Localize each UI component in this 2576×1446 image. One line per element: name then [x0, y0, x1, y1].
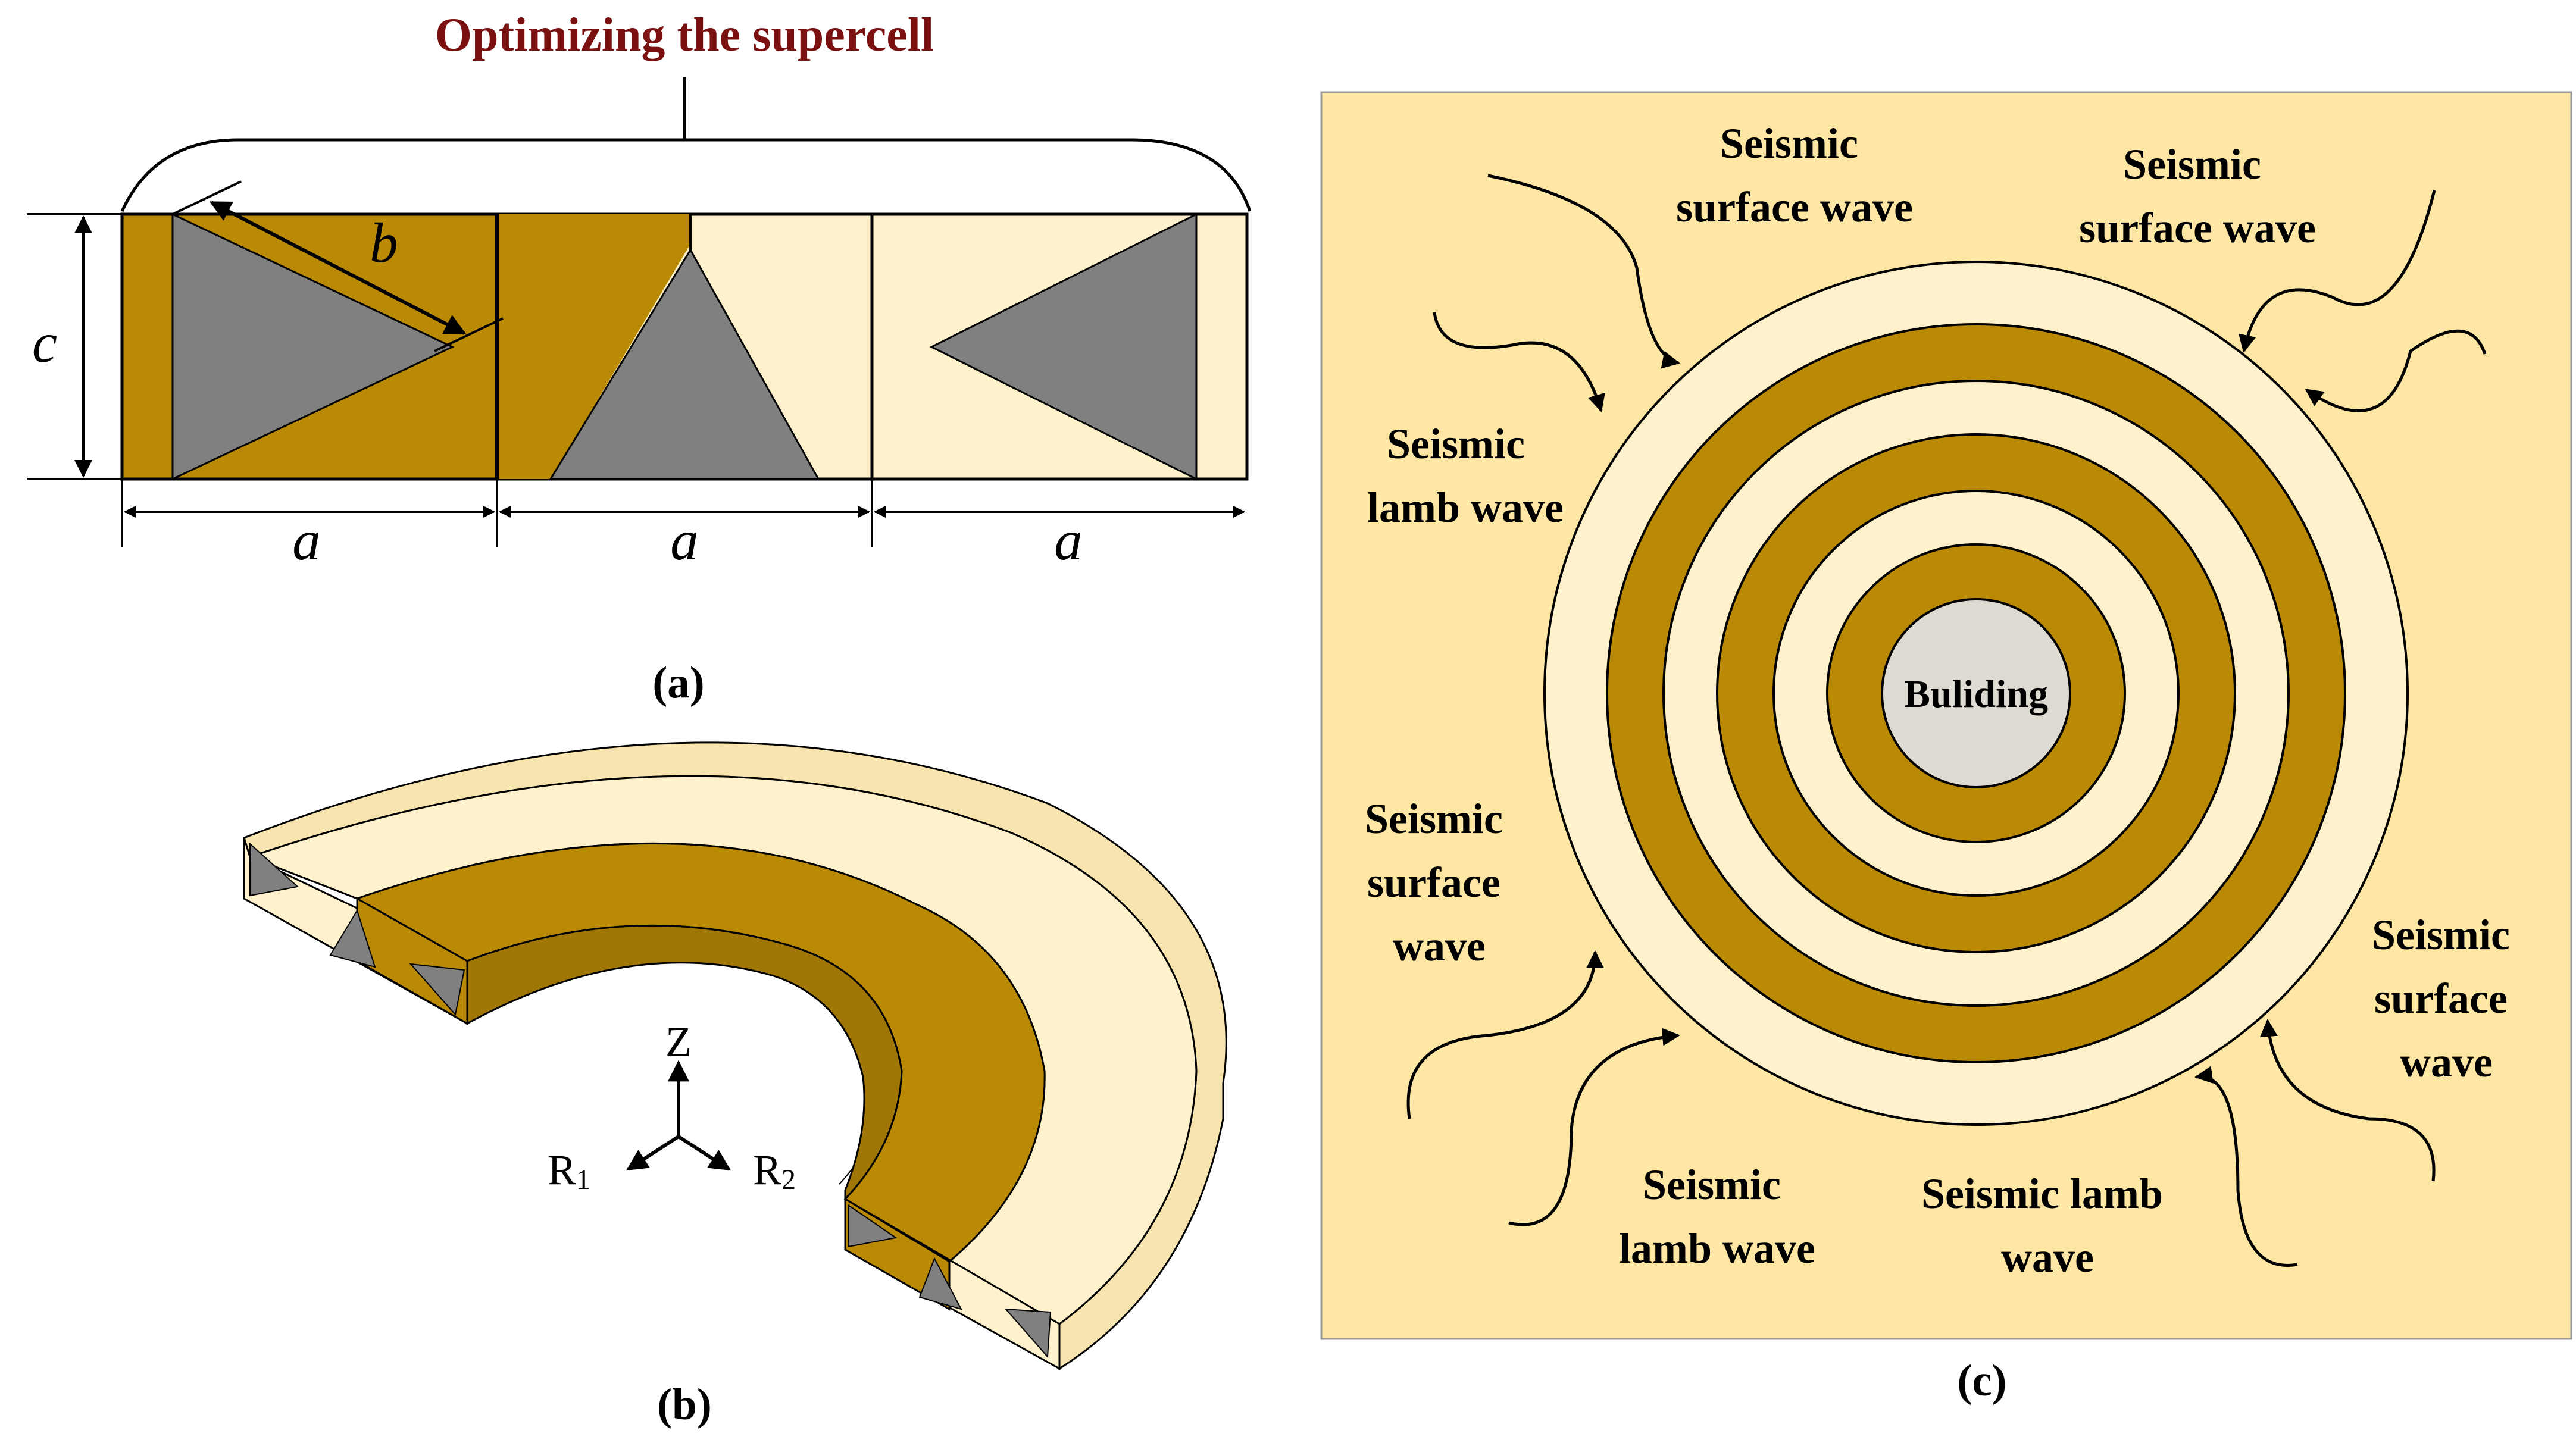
section-right-tri-2 — [918, 1257, 962, 1310]
wave-arrow-left-upper — [1433, 312, 1605, 412]
dim-a-label-1: a — [292, 509, 321, 572]
panel-a: Optimizing the supercell b c a a — [27, 9, 1252, 708]
label-top-mid: Seismic surface wave — [1676, 120, 1913, 231]
axis-z-label: Z — [665, 1018, 692, 1066]
caption-c: (c) — [1957, 1356, 2006, 1406]
section-left-tri-1 — [249, 842, 299, 897]
label-right-lower: Seismic surface wave — [2372, 911, 2521, 1086]
axis-r2-arrow — [677, 1135, 731, 1171]
caption-a: (a) — [652, 658, 704, 708]
cell-3-triangle — [929, 212, 1198, 481]
wave-arrow-right-upper — [2305, 329, 2487, 412]
section-right-tri-1 — [848, 1204, 898, 1248]
wave-arrow-right-lower — [2259, 1019, 2436, 1182]
wave-arrow-top-right — [2239, 190, 2436, 353]
label-bottom-left: Seismic lamb wave — [1619, 1161, 1815, 1272]
label-left-upper: Seismic lamb wave — [1367, 420, 1564, 531]
label-left-lower: Seismic surface wave — [1365, 795, 1514, 970]
supercell-brace — [120, 77, 1252, 212]
section-right-tri-3 — [1004, 1308, 1052, 1359]
section-left-tri-2 — [329, 909, 376, 968]
dim-c-label: c — [32, 311, 57, 374]
building-circle — [1881, 598, 2071, 788]
cell-2-triangle — [549, 248, 820, 480]
dim-a-label-3: a — [1054, 509, 1083, 572]
wave-arrow-bottom-right — [2194, 1066, 2298, 1267]
label-top-right: Seismic surface wave — [2079, 140, 2316, 252]
building-label: Buliding — [1904, 672, 2048, 716]
dim-b-label: b — [370, 211, 398, 274]
wave-arrow-top-mid — [1487, 174, 1680, 369]
cell-2-gold-fill — [497, 214, 690, 479]
wave-arrow-bottom-left — [1508, 1028, 1680, 1226]
wave-arrow-left-lower — [1406, 950, 1604, 1119]
caption-b: (b) — [657, 1380, 712, 1429]
dim-b-arrow — [209, 201, 467, 335]
axis-r1-arrow — [626, 1135, 680, 1171]
label-bottom-right: Seismic lamb wave — [1921, 1170, 2174, 1281]
axis-r1-label: R1 — [548, 1146, 590, 1195]
panel-b: Z R1 R2 (b) — [243, 741, 1227, 1429]
section-left-tri-3 — [409, 963, 465, 1016]
axis-r2-label: R2 — [753, 1146, 796, 1195]
supercell-title: Optimizing the supercell — [435, 9, 934, 61]
panel-c: Buliding Seismic surface wave Seismic su… — [1320, 91, 2572, 1406]
dim-a-label-2: a — [670, 509, 699, 572]
